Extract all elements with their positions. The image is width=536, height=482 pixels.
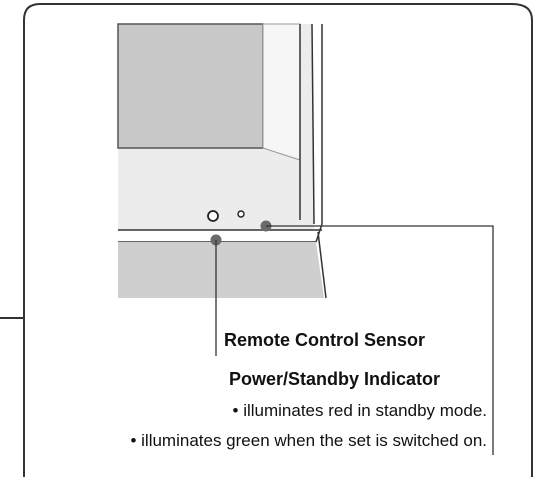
standby-note: • illuminates red in standby mode.	[232, 401, 487, 420]
tv-screen	[117, 23, 264, 149]
power-button	[207, 210, 219, 222]
remote-control-sensor-label: Remote Control Sensor	[224, 330, 426, 350]
screen-bevel	[262, 23, 301, 161]
frame-edge-mid	[311, 23, 315, 225]
standby-led	[237, 210, 245, 218]
tv-stand	[118, 242, 324, 298]
stand-right-edge	[317, 231, 327, 299]
power-standby-indicator-label: Power/Standby Indicator	[229, 369, 441, 389]
switched-on-note: • illuminates green when the set is swit…	[130, 431, 487, 450]
content-frame	[23, 3, 533, 477]
bezel-corner	[315, 223, 323, 243]
power-indicator-leader	[266, 225, 494, 455]
